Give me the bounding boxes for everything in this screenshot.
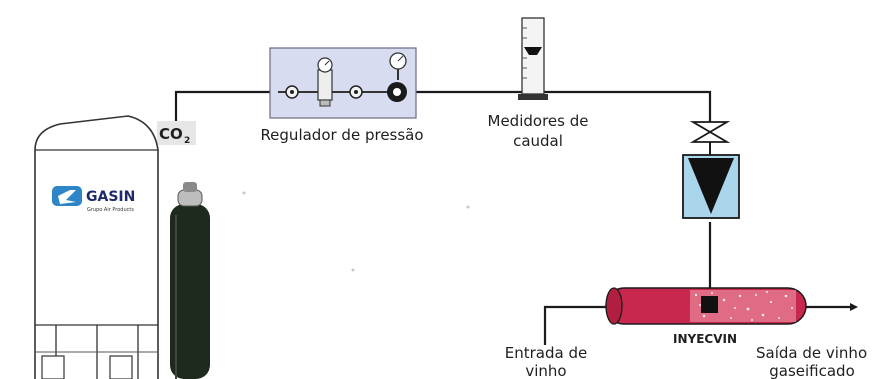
gas-pipe (174, 90, 850, 345)
injector-label: INYECVIN (673, 332, 737, 346)
flowmeter (518, 17, 548, 100)
svg-text:GASIN: GASIN (86, 189, 135, 205)
inlet-label-line2: vinho (525, 362, 566, 379)
pressure-regulator (269, 47, 417, 119)
regulator-body (317, 69, 333, 101)
flowmeter-label-line2: caudal (513, 132, 563, 150)
svg-text:2: 2 (184, 136, 190, 146)
outlet-arrow-icon (850, 303, 858, 311)
inlet-label-line1: Entrada de (505, 344, 587, 362)
co2-label: CO 2 (157, 121, 196, 146)
outlet-label-line1: Saída de vinho (756, 344, 867, 362)
regulator-label: Regulador de pressão (260, 126, 423, 144)
injector-tube (605, 287, 807, 325)
gas-bubbles (694, 291, 793, 321)
needle-valve (689, 121, 731, 143)
flowmeter-label-line1: Medidores de (488, 112, 589, 130)
co2-gas-cylinder (170, 182, 210, 379)
gas-filter (682, 154, 740, 219)
injector-nozzle (701, 296, 718, 313)
co2-storage-tank (34, 115, 159, 379)
gasin-logo: GASIN Grupo Air Products (52, 186, 135, 213)
svg-text:CO: CO (159, 125, 183, 143)
outlet-label-line2: gaseificado (769, 362, 855, 379)
svg-text:Grupo Air Products: Grupo Air Products (87, 207, 134, 213)
background-specks (242, 191, 470, 272)
